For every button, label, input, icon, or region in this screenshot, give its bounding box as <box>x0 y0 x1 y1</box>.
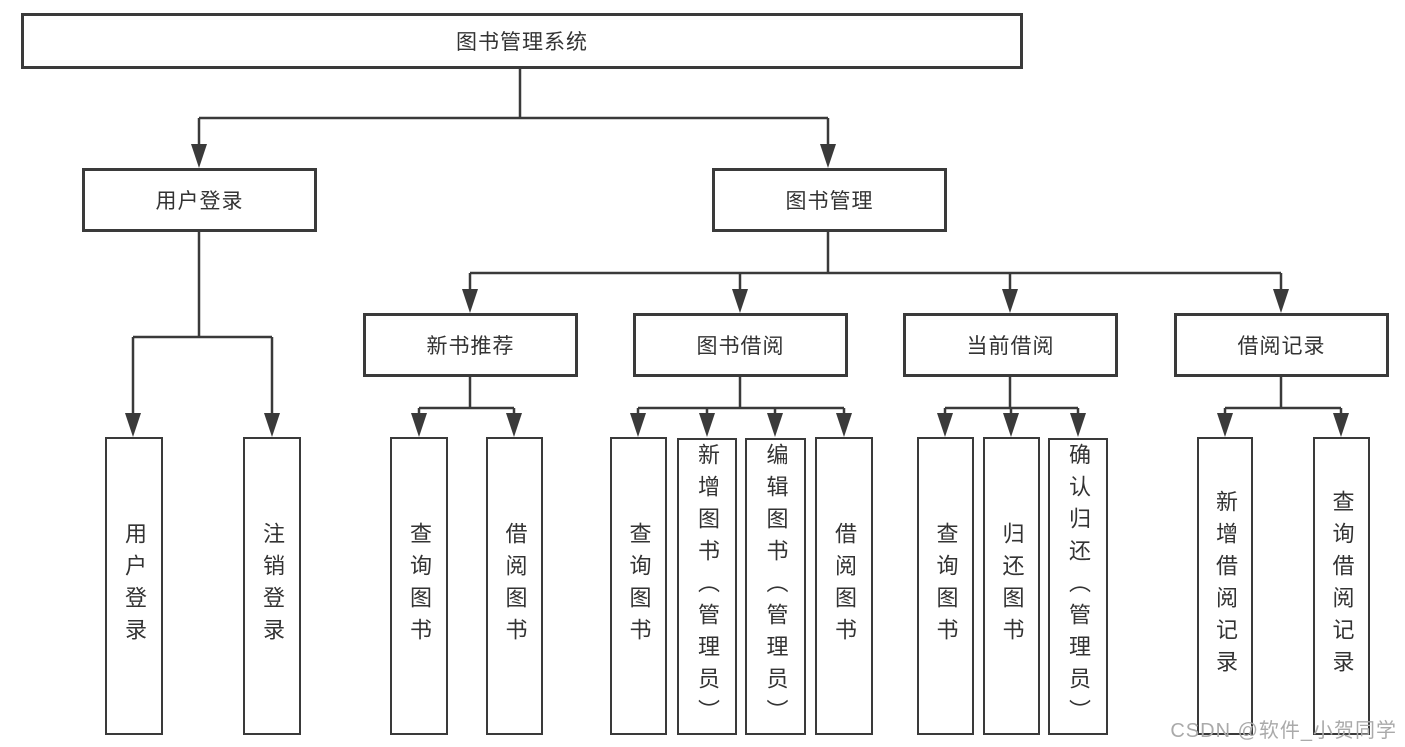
leaf-add-borrow-record: 新增借阅记录 <box>1197 437 1253 735</box>
leaf-borrow-books-recommend: 借阅图书 <box>486 437 543 735</box>
leaf-confirm-return-admin: 确认归还（管理员） <box>1048 438 1108 735</box>
connector-book-borrowing <box>630 377 852 437</box>
leaf-borrow-books-recommend-label: 借阅图书 <box>502 522 528 650</box>
connector-book-management <box>462 232 1289 313</box>
connector-root <box>191 69 836 168</box>
leaf-query-borrow-record-label: 查询借阅记录 <box>1329 490 1355 682</box>
node-library-system: 图书管理系统 <box>21 13 1023 69</box>
leaf-return-books: 归还图书 <box>983 437 1040 735</box>
node-new-book-recommend: 新书推荐 <box>363 313 578 377</box>
leaf-borrow-books-borrowing: 借阅图书 <box>815 437 873 735</box>
connector-new-book-recommend <box>411 377 522 437</box>
node-book-borrowing: 图书借阅 <box>633 313 848 377</box>
node-borrowing-records: 借阅记录 <box>1174 313 1389 377</box>
leaf-return-books-label: 归还图书 <box>999 522 1025 650</box>
leaf-borrow-books-borrowing-label: 借阅图书 <box>832 522 857 650</box>
connector-user-login <box>125 232 280 437</box>
leaf-confirm-return-admin-label: 确认归还（管理员） <box>1066 442 1091 731</box>
leaf-logout: 注销登录 <box>243 437 301 735</box>
leaf-add-borrow-record-label: 新增借阅记录 <box>1213 490 1238 682</box>
leaf-query-books-recommend-label: 查询图书 <box>407 522 432 650</box>
leaf-query-books-current: 查询图书 <box>917 437 974 735</box>
connector-borrowing-records <box>1217 377 1349 437</box>
watermark: CSDN @软件_小贺同学 <box>1170 720 1397 742</box>
leaf-query-books-current-label: 查询图书 <box>933 522 959 650</box>
node-user-login: 用户登录 <box>82 168 317 232</box>
connector-current-borrowing <box>937 377 1086 437</box>
leaf-add-book-admin: 新增图书（管理员） <box>677 438 737 735</box>
leaf-query-books-borrowing: 查询图书 <box>610 437 667 735</box>
leaf-edit-book-admin: 编辑图书（管理员） <box>745 438 806 735</box>
leaf-query-books-borrowing-label: 查询图书 <box>626 522 652 650</box>
leaf-user-login: 用户登录 <box>105 437 163 735</box>
node-book-management: 图书管理 <box>712 168 947 232</box>
leaf-query-borrow-record: 查询借阅记录 <box>1313 437 1370 735</box>
node-current-borrowing: 当前借阅 <box>903 313 1118 377</box>
leaf-add-book-admin-label: 新增图书（管理员） <box>695 442 720 731</box>
leaf-logout-label: 注销登录 <box>260 522 285 650</box>
leaf-query-books-recommend: 查询图书 <box>390 437 448 735</box>
leaf-user-login-label: 用户登录 <box>122 522 147 650</box>
leaf-edit-book-admin-label: 编辑图书（管理员） <box>763 442 789 731</box>
